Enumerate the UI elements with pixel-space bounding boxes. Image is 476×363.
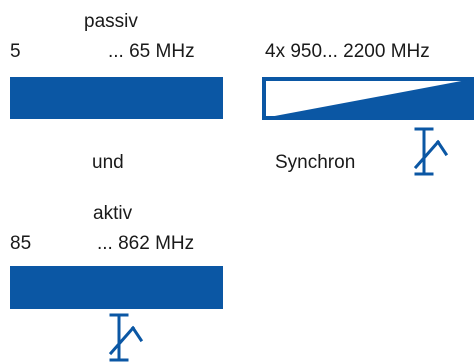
sat-range: 4x 950... 2200 MHz — [265, 41, 430, 62]
passive-band-bar — [10, 77, 223, 119]
conjunction: und — [92, 152, 124, 173]
adjustable-slope-icon — [413, 127, 449, 176]
passive-range-start: 5 — [10, 41, 21, 62]
adjustable-slope-icon — [108, 313, 144, 362]
passive-range-end: ... 65 MHz — [108, 41, 195, 62]
passive-label: passiv — [84, 11, 138, 32]
active-range-end: ... 862 MHz — [97, 233, 195, 254]
sat-band-ramp — [262, 77, 474, 120]
active-band-bar — [10, 266, 223, 309]
sat-label: Synchron — [275, 152, 356, 173]
active-range-start: 85 — [10, 233, 32, 254]
active-label: aktiv — [93, 203, 133, 224]
